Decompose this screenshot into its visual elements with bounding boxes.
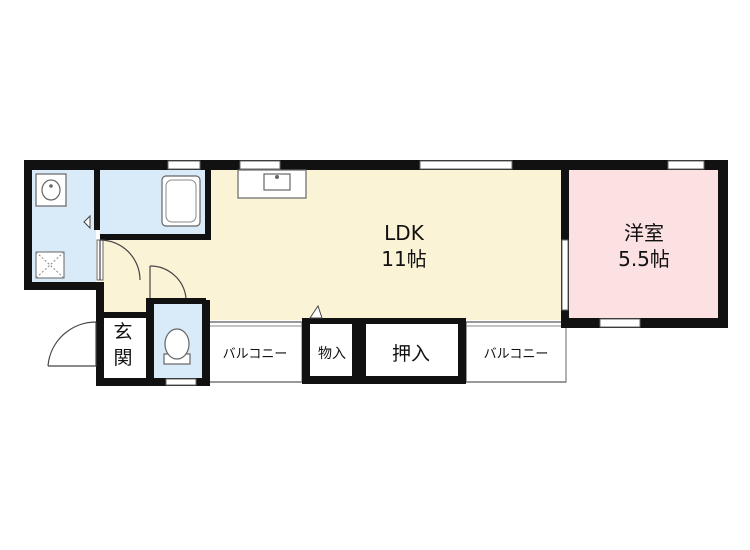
entrance-label-1: 玄 [113, 321, 132, 343]
balcony-right-label: バルコニー [484, 347, 549, 362]
marker-triangle-icon [309, 304, 323, 319]
closet-label: 押入 [392, 343, 430, 365]
marker-triangle-icon [83, 214, 91, 230]
entrance-floor [100, 316, 146, 382]
western-room-floor [567, 168, 723, 320]
ldk-label: LDK [384, 221, 425, 245]
kitchen-sink-icon [237, 169, 307, 199]
storage-small-floor [306, 322, 356, 380]
entrance-label-2: 関 [113, 347, 132, 369]
western-room-label: 洋室 [624, 221, 664, 245]
storage-small-label: 物入 [318, 346, 346, 362]
balcony-left-label: バルコニー [223, 347, 288, 362]
ldk-size-label: 11帖 [381, 247, 426, 271]
balcony-right-area [465, 321, 567, 383]
toilet-icon [163, 328, 191, 365]
washbasin-icon [35, 173, 67, 207]
closet-floor [362, 322, 462, 380]
washing-machine-pan-icon [35, 251, 65, 279]
western-room-size-label: 5.5帖 [618, 247, 670, 271]
bathtub-icon [161, 175, 201, 227]
balcony-left-area [207, 321, 303, 383]
door-swings [47, 239, 187, 367]
